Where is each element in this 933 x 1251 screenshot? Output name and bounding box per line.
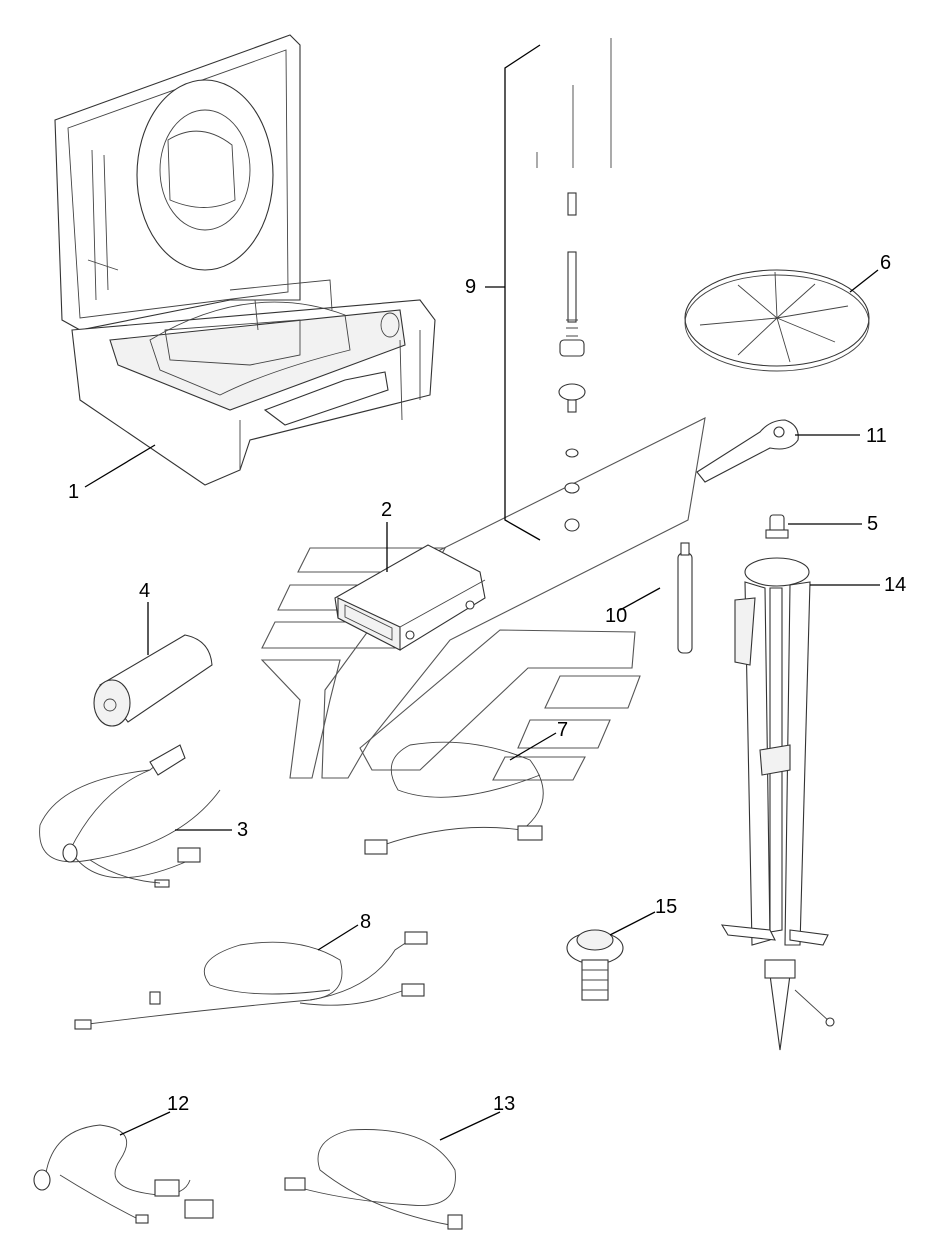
tripod <box>720 557 835 1051</box>
callout-15: 15 <box>655 896 678 918</box>
data-cable <box>33 1124 214 1224</box>
callout-3: 3 <box>237 819 249 841</box>
callout-4: 4 <box>139 580 151 602</box>
cable-3 <box>39 744 221 888</box>
callout-8: 8 <box>360 911 372 933</box>
callout-6: 6 <box>880 252 892 274</box>
callout-7: 7 <box>557 719 569 741</box>
callout-2: 2 <box>381 499 393 521</box>
receiver-unit <box>334 544 486 651</box>
antenna-cable <box>364 741 544 855</box>
antenna-assembly <box>485 38 612 541</box>
callout-13: 13 <box>493 1093 516 1115</box>
power-cable <box>74 931 428 1030</box>
leader-lines <box>84 269 880 1141</box>
callout-10: 10 <box>605 605 628 627</box>
callout-9: 9 <box>465 276 477 298</box>
callout-1: 1 <box>68 481 80 503</box>
coax-cable <box>284 1129 463 1230</box>
callout-11: 11 <box>866 425 887 447</box>
carrying-case <box>54 34 436 486</box>
threaded-adapter <box>566 929 624 1001</box>
wrench <box>696 419 799 483</box>
ground-plane-disc <box>684 269 870 372</box>
adapter <box>765 514 789 539</box>
battery <box>93 634 213 727</box>
pole-segment <box>677 542 693 654</box>
callout-14: 14 <box>884 574 907 596</box>
callout-5: 5 <box>867 513 879 535</box>
callout-12: 12 <box>167 1093 190 1115</box>
